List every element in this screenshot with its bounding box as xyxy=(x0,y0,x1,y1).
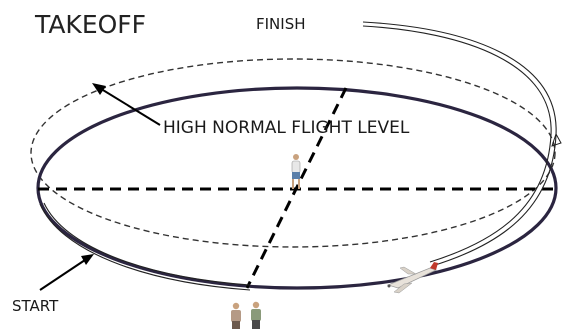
flight-level-ellipse xyxy=(30,58,556,248)
start-path xyxy=(39,202,251,291)
spectators-icon xyxy=(231,301,261,329)
diagonal-axis xyxy=(245,87,348,289)
flight-level-label: HIGH NORMAL FLIGHT LEVEL xyxy=(163,118,410,138)
start-label: START xyxy=(12,297,59,315)
diagram-title: TAKEOFF xyxy=(35,10,147,39)
direction-arrow-icon xyxy=(551,132,562,147)
finish-label: FINISH xyxy=(256,15,306,33)
start-pointer xyxy=(39,254,94,291)
model-airplane-icon xyxy=(386,262,438,294)
pilot-figure-icon xyxy=(291,154,301,189)
flight-level-pointer xyxy=(92,83,161,126)
